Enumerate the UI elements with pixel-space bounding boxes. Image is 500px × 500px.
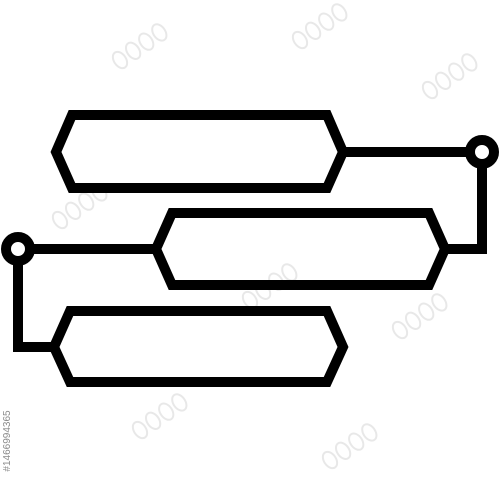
right-connector-node [465,135,499,169]
watermark-mark [291,3,348,50]
right-drop-line [445,164,487,254]
stock-image-id-text: #1466994365 [2,410,13,472]
top-block [50,110,349,193]
middle-block [150,208,451,290]
left-connector-node [1,232,35,266]
watermark-mark [421,53,478,100]
watermark-mark [131,393,188,440]
bottom-block [48,306,349,387]
watermark [51,3,478,470]
watermark-mark [391,293,448,340]
left-drop-line [13,261,54,352]
stock-image-id: #1466994365 [2,382,14,500]
watermark-mark [321,423,378,470]
watermark-mark [111,23,168,70]
